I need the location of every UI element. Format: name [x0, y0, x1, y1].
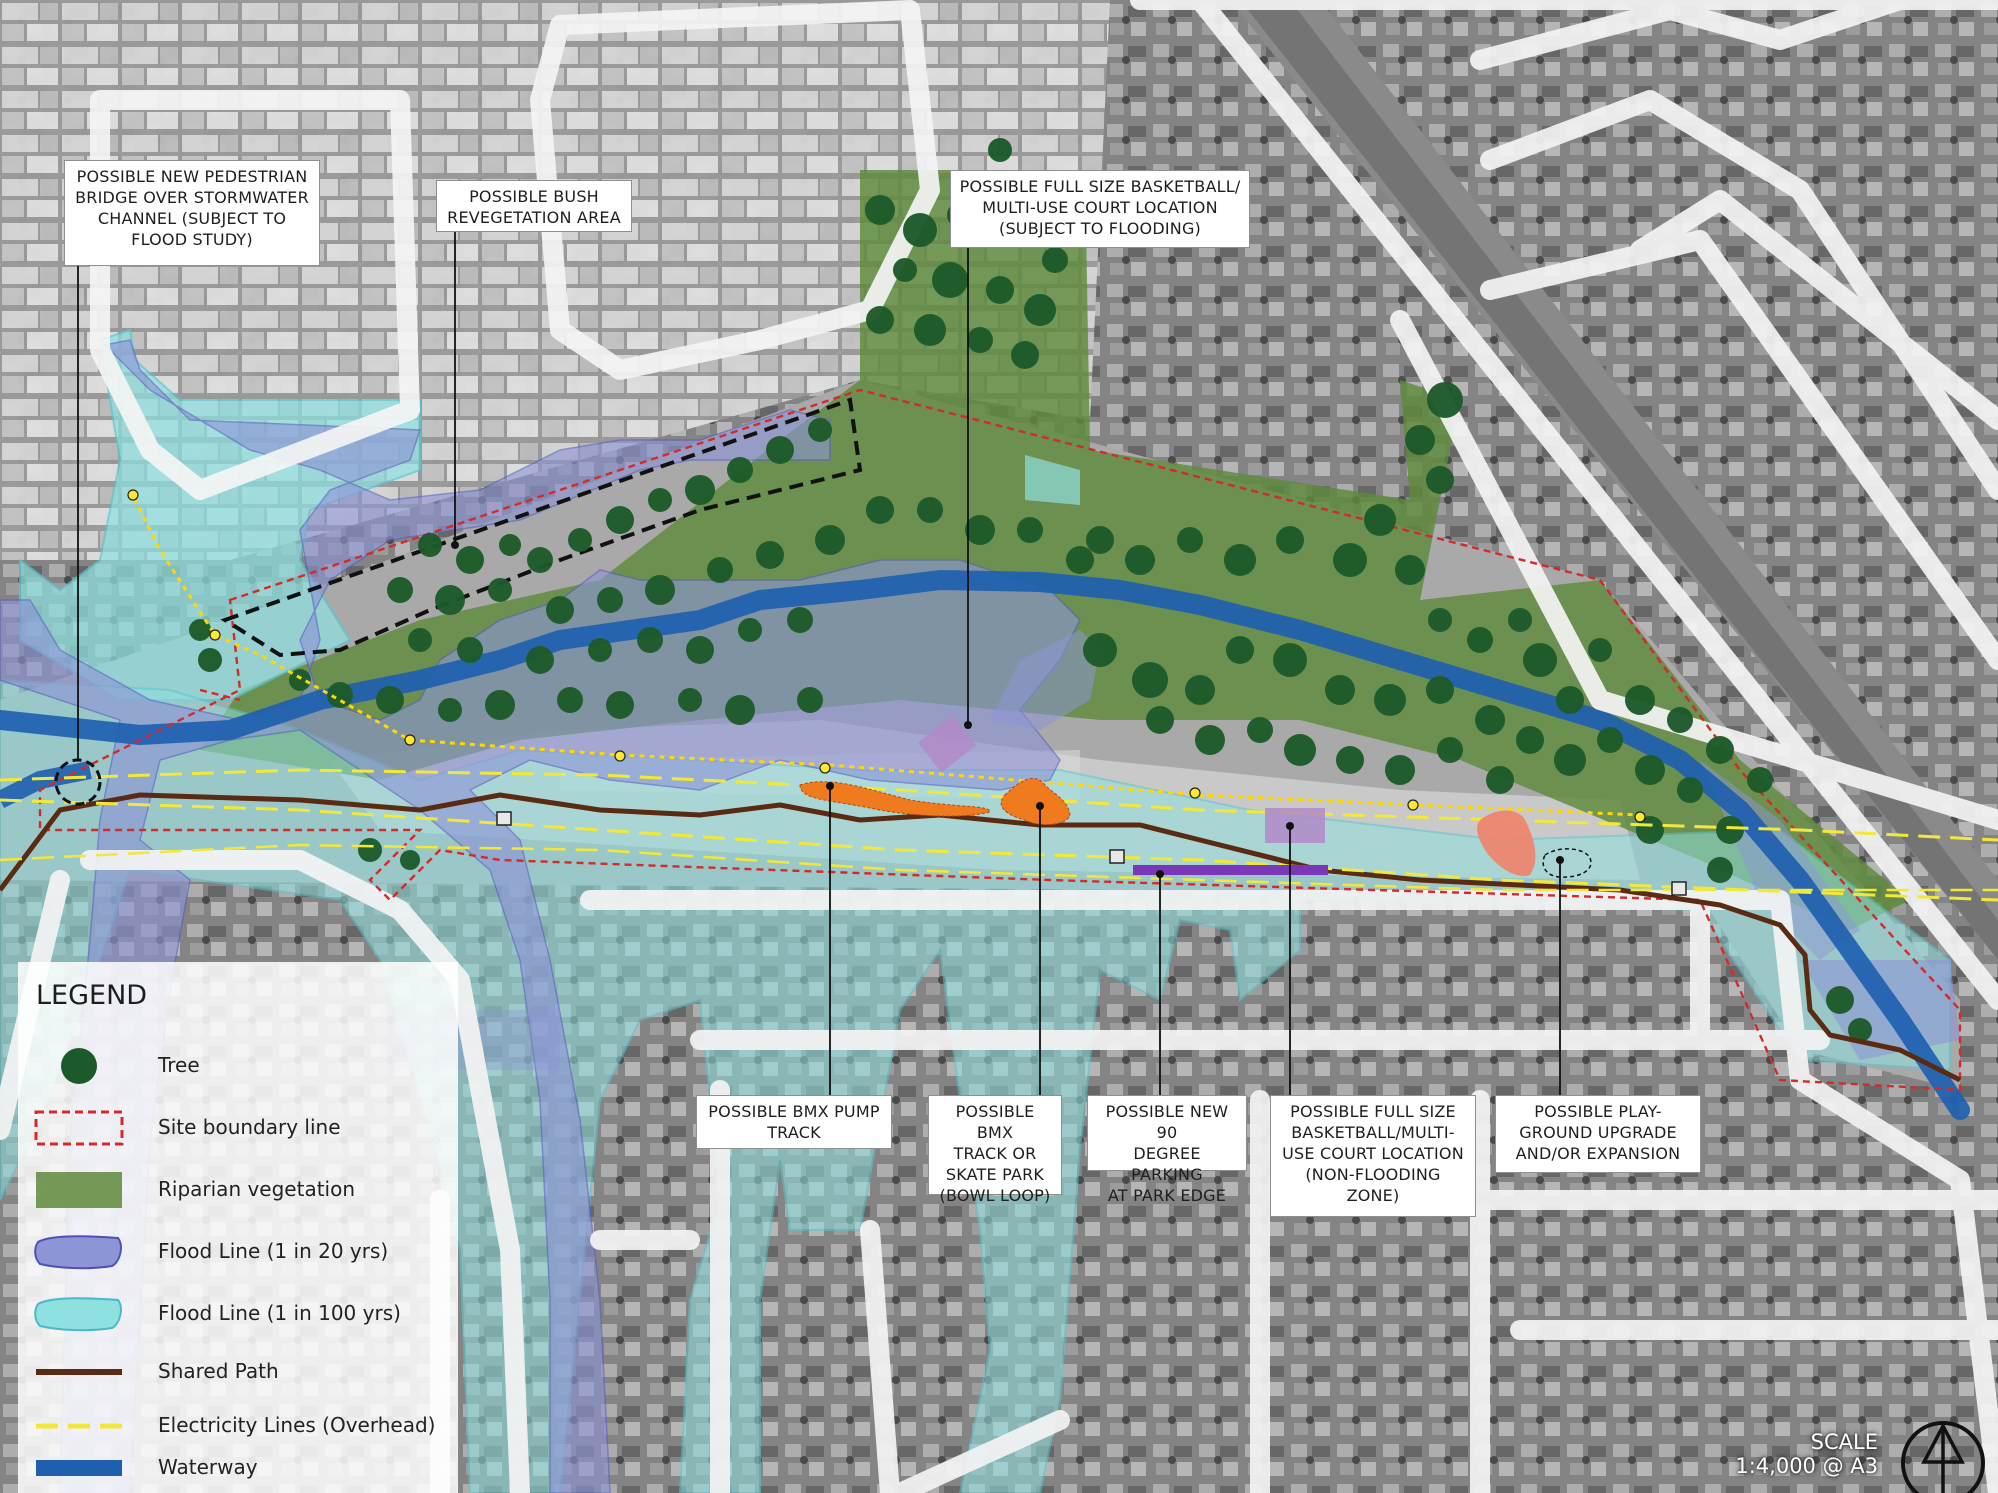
- legend-item-tree: Tree: [18, 1038, 458, 1090]
- callout-line: (SUBJECT TO FLOODING): [999, 219, 1201, 238]
- callout-line: POSSIBLE PLAY-: [1534, 1102, 1662, 1121]
- callout-line: USE COURT LOCATION: [1282, 1144, 1464, 1163]
- callout-line: TRACK OR: [953, 1144, 1037, 1163]
- callout-line: (BOWL LOOP): [939, 1186, 1051, 1205]
- callout-line: AND/OR EXPANSION: [1515, 1144, 1681, 1163]
- map-scale: SCALE 1:4,000 @ A3: [1735, 1430, 1878, 1478]
- legend-item-shared-path: Shared Path: [18, 1344, 458, 1396]
- legend-label: Shared Path: [158, 1359, 279, 1383]
- waterway-icon: [36, 1460, 122, 1476]
- legend-label: Flood Line (1 in 100 yrs): [158, 1301, 401, 1325]
- callout-bmx-pump-track: POSSIBLE BMX PUMP TRACK: [696, 1095, 892, 1149]
- callout-line: ZONE): [1346, 1186, 1400, 1205]
- callout-line: DEGREE PARKING: [1131, 1144, 1203, 1184]
- callout-line: POSSIBLE BMX PUMP: [708, 1102, 880, 1121]
- callout-line: POSSIBLE BUSH: [469, 187, 599, 206]
- callout-playground: POSSIBLE PLAY- GROUND UPGRADE AND/OR EXP…: [1495, 1095, 1701, 1173]
- north-arrow-icon: [1901, 1421, 1985, 1493]
- callout-line: BASKETBALL/MULTI-: [1291, 1123, 1455, 1142]
- flood-line-20-icon: [34, 1235, 122, 1270]
- callout-line: FLOOD STUDY): [131, 230, 253, 249]
- legend-label: Waterway: [158, 1455, 258, 1479]
- callout-line: POSSIBLE NEW PEDESTRIAN: [76, 167, 308, 186]
- riparian-vegetation-icon: [36, 1172, 122, 1208]
- legend-item-electricity: Electricity Lines (Overhead): [18, 1398, 458, 1450]
- shared-path-icon: [36, 1369, 122, 1375]
- callout-line: REVEGETATION AREA: [447, 208, 621, 227]
- callout-pedestrian-bridge: POSSIBLE NEW PEDESTRIAN BRIDGE OVER STOR…: [64, 160, 320, 266]
- legend-item-waterway: Waterway: [18, 1440, 458, 1492]
- legend-item-flood-20: Flood Line (1 in 20 yrs): [18, 1224, 458, 1276]
- callout-line: CHANNEL (SUBJECT TO: [97, 209, 287, 228]
- legend-label: Flood Line (1 in 20 yrs): [158, 1239, 389, 1263]
- site-boundary-icon: [34, 1110, 124, 1146]
- callout-line: BRIDGE OVER STORMWATER: [75, 188, 309, 207]
- legend-item-riparian: Riparian vegetation: [18, 1162, 458, 1214]
- callout-court-non-flooding: POSSIBLE FULL SIZE BASKETBALL/MULTI- USE…: [1270, 1095, 1476, 1217]
- tree-icon: [61, 1048, 97, 1084]
- legend-label: Riparian vegetation: [158, 1177, 356, 1201]
- callout-bmx-track-skate: POSSIBLE BMX TRACK OR SKATE PARK (BOWL L…: [928, 1095, 1062, 1205]
- callout-line: TRACK: [767, 1123, 821, 1142]
- legend: LEGEND Tree Site boundary line Riparian …: [18, 962, 458, 1493]
- legend-item-site-boundary: Site boundary line: [18, 1100, 458, 1152]
- scale-value: 1:4,000 @ A3: [1735, 1454, 1878, 1478]
- legend-label: Site boundary line: [158, 1115, 341, 1139]
- callout-line: POSSIBLE BMX: [955, 1102, 1035, 1142]
- callout-court-flooding: POSSIBLE FULL SIZE BASKETBALL/ MULTI-USE…: [950, 170, 1250, 248]
- callout-line: AT PARK EDGE: [1107, 1186, 1227, 1205]
- callout-line: POSSIBLE NEW 90: [1105, 1102, 1229, 1142]
- legend-label: Tree: [158, 1053, 200, 1077]
- legend-item-flood-100: Flood Line (1 in 100 yrs): [18, 1286, 458, 1338]
- callout-line: GROUND UPGRADE: [1519, 1123, 1677, 1142]
- callout-line: POSSIBLE FULL SIZE: [1290, 1102, 1456, 1121]
- callout-line: (NON-FLOODING: [1305, 1165, 1441, 1184]
- flood-line-100-icon: [34, 1297, 122, 1332]
- callout-line: SKATE PARK: [945, 1165, 1045, 1184]
- legend-label: Electricity Lines (Overhead): [158, 1413, 436, 1437]
- callout-parking: POSSIBLE NEW 90 DEGREE PARKING AT PARK E…: [1087, 1095, 1247, 1205]
- legend-title: LEGEND: [36, 980, 148, 1011]
- callout-line: MULTI-USE COURT LOCATION: [982, 198, 1218, 217]
- scale-label: SCALE: [1810, 1430, 1878, 1454]
- electricity-lines-icon: [36, 1423, 122, 1429]
- callout-bush-revegetation: POSSIBLE BUSH REVEGETATION AREA: [436, 180, 632, 232]
- callout-line: POSSIBLE FULL SIZE BASKETBALL/: [959, 177, 1241, 196]
